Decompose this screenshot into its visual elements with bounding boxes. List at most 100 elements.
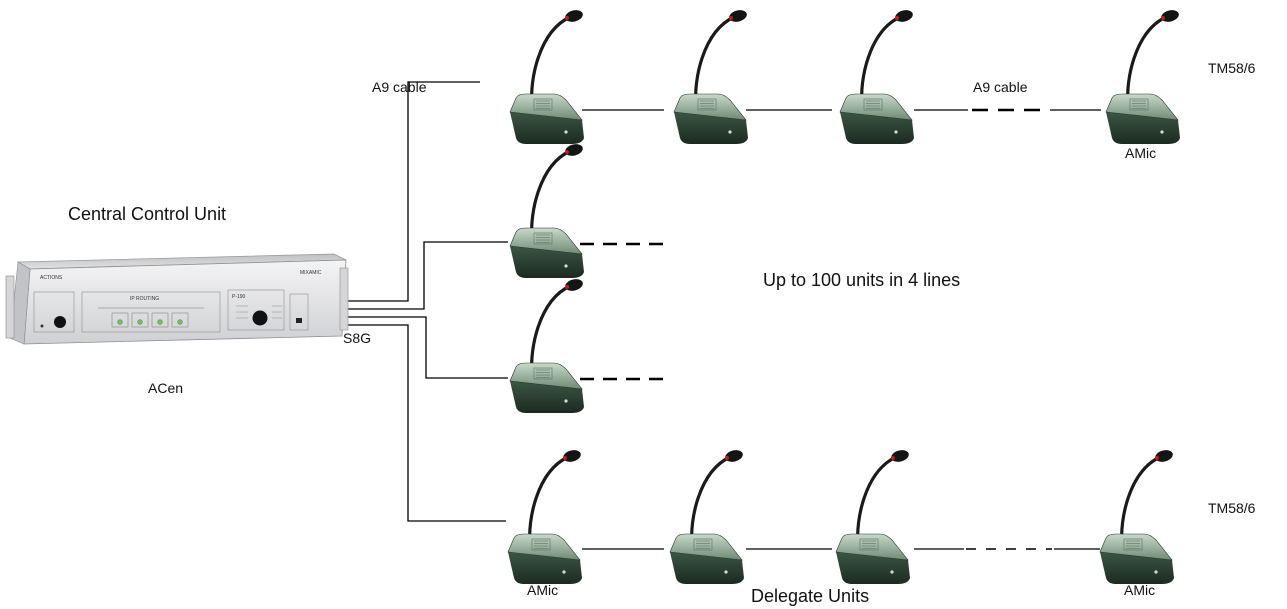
control-unit-model-label: ACen [148, 380, 184, 396]
delegate-unit [1099, 450, 1174, 584]
mic-ring [729, 16, 733, 20]
speaker-grille [531, 538, 551, 551]
led-indicator [177, 319, 183, 325]
cable-label-right: A9 cable [973, 79, 1028, 95]
cable-lines [340, 81, 1101, 550]
mic-ring [1155, 456, 1159, 460]
unit-base [510, 381, 584, 413]
unit-led [564, 399, 568, 403]
gooseneck [528, 455, 570, 544]
panel-p190-text: P-190 [232, 294, 246, 300]
mic-head [725, 450, 743, 462]
unit-top [1105, 93, 1179, 121]
unit-led [1154, 570, 1158, 574]
unit-led [564, 264, 568, 268]
mic-ring [725, 456, 729, 460]
speaker-grille [533, 98, 553, 111]
unit-led [562, 570, 566, 574]
central-control-unit: ACTIONS MIXAMIC IP ROUTING [5, 253, 349, 345]
led-indicator [157, 319, 163, 325]
gooseneck [860, 15, 902, 104]
mic-head [563, 450, 581, 462]
speaker-grille [1129, 98, 1149, 111]
central-control-unit-title: Central Control Unit [68, 204, 227, 224]
delegate-unit [509, 10, 584, 144]
delegate-units [507, 10, 1180, 584]
cable-continuations [580, 108, 1052, 550]
gooseneck [530, 149, 572, 238]
mic-head [729, 10, 747, 22]
cable-line-3 [340, 316, 508, 379]
cable-label-left: A9 cable [372, 79, 427, 95]
unit-top [673, 93, 747, 121]
mic-head [891, 450, 909, 462]
unit-led [724, 570, 728, 574]
cable-line-1 [340, 81, 480, 302]
unit-base [840, 112, 914, 144]
gooseneck [530, 284, 572, 373]
delegate-unit [673, 10, 748, 144]
unit-base [508, 552, 582, 584]
gooseneck [690, 455, 732, 544]
unit-label-bottom-left: AMic [527, 582, 559, 598]
terminator-label-top: TM58/6 [1208, 60, 1256, 76]
speaker-grille [859, 538, 879, 551]
mic-head [565, 10, 583, 22]
unit-top [507, 533, 581, 561]
unit-base [674, 112, 748, 144]
cable-line-2 [340, 241, 508, 310]
mic-ring [565, 285, 569, 289]
delegate-unit [509, 279, 584, 413]
delegate-unit [507, 450, 582, 584]
delegate-unit [1105, 10, 1180, 144]
unit-base [510, 246, 584, 278]
mic-head [1161, 10, 1179, 22]
gooseneck [1120, 455, 1162, 544]
speaker-grille [693, 538, 713, 551]
cable-line-4 [340, 324, 506, 522]
gooseneck [530, 15, 572, 104]
mic-ring [565, 16, 569, 20]
speaker-grille [1123, 538, 1143, 551]
unit-label-top-right: AMic [1125, 145, 1157, 161]
mic-head [565, 279, 583, 291]
speaker-grille [533, 367, 553, 380]
mic-ring [895, 16, 899, 20]
panel-brand-text: ACTIONS [40, 275, 63, 281]
unit-base [510, 112, 584, 144]
unit-led [564, 130, 568, 134]
led-indicator [137, 319, 143, 325]
unit-label-bottom-right: AMic [1124, 582, 1156, 598]
power-switch [296, 318, 302, 323]
unit-top [1099, 533, 1173, 561]
unit-top [839, 93, 913, 121]
unit-led [728, 130, 732, 134]
led-indicator [117, 319, 123, 325]
volume-knob [54, 316, 66, 328]
mic-head [565, 144, 583, 156]
delegate-unit [839, 10, 914, 144]
unit-base [1106, 112, 1180, 144]
delegate-units-caption: Delegate Units [751, 586, 870, 606]
terminator-label-bottom: TM58/6 [1208, 500, 1256, 516]
gooseneck [694, 15, 736, 104]
unit-base [670, 552, 744, 584]
mic-ring [891, 456, 895, 460]
mic-head [895, 10, 913, 22]
panel-routing-text: IP ROUTING [130, 296, 159, 302]
delegate-unit [835, 450, 910, 584]
unit-led [890, 570, 894, 574]
unit-base [836, 552, 910, 584]
main-knob [252, 310, 268, 326]
unit-led [1160, 130, 1164, 134]
speaker-grille [863, 98, 883, 111]
delegate-unit [509, 144, 584, 278]
delegate-unit [669, 450, 744, 584]
speaker-grille [533, 232, 553, 245]
panel-badge-text: MIXAMIC [300, 270, 322, 276]
unit-top [509, 362, 583, 390]
mic-ring [1161, 16, 1165, 20]
gooseneck [1126, 15, 1168, 104]
